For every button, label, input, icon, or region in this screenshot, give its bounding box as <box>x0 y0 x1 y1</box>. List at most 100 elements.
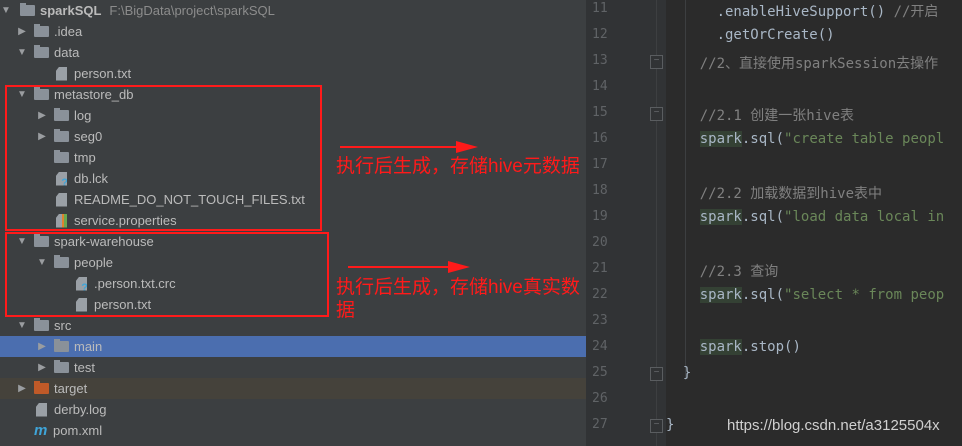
tree-item-label: metastore_db <box>54 87 134 102</box>
chevron-right-icon[interactable]: ▶ <box>18 382 26 394</box>
module-folder-icon <box>20 3 35 16</box>
tree-item-label: test <box>74 360 95 375</box>
code-line[interactable]: spark.stop() <box>666 339 801 355</box>
tree-item-label: README_DO_NOT_TOUCH_FILES.txt <box>74 192 305 207</box>
text-file-icon <box>76 297 87 312</box>
chevron-down-icon[interactable]: ▼ <box>37 256 47 268</box>
tree-item-person-txt-crc[interactable]: .person.txt.crc <box>0 273 586 294</box>
tree-item-seg0[interactable]: ▶ seg0 <box>0 126 586 147</box>
folder-icon <box>34 24 49 37</box>
line-number: 27 <box>592 417 608 432</box>
project-tree-panel: ▼ sparkSQL F:\BigData\project\sparkSQL ▶… <box>0 0 586 446</box>
tree-item-metastore-db[interactable]: ▼ metastore_db <box>0 84 586 105</box>
tree-item-label: people <box>74 255 114 270</box>
tree-item-people[interactable]: ▼ people <box>0 252 586 273</box>
code-token: .stop() <box>741 339 801 355</box>
code-comment: //2.2 加载数据到hive表中 <box>666 186 883 202</box>
line-number: 21 <box>592 261 608 276</box>
tree-item-derby-log[interactable]: derby.log <box>0 399 586 420</box>
code-token: spark <box>699 339 742 355</box>
tree-item-person-txt[interactable]: person.txt <box>0 63 586 84</box>
chevron-down-icon[interactable]: ▼ <box>17 88 27 100</box>
line-number: 18 <box>592 183 608 198</box>
tree-item-data[interactable]: ▼ data <box>0 42 586 63</box>
chevron-right-icon[interactable]: ▶ <box>38 361 46 373</box>
indent-guide <box>685 0 686 380</box>
tree-item-db-lck[interactable]: db.lck <box>0 168 586 189</box>
tree-item-label: log <box>74 108 92 123</box>
tree-item-idea[interactable]: ▶ .idea <box>0 21 586 42</box>
code-line[interactable]: .getOrCreate() <box>666 27 835 43</box>
code-line[interactable]: //2、直接使用sparkSession去操作 <box>666 53 938 73</box>
folder-icon <box>34 45 49 58</box>
text-file-icon <box>56 192 67 207</box>
code-line[interactable]: //2.1 创建一张hive表 <box>666 105 854 125</box>
folder-icon <box>34 234 49 247</box>
root-name: sparkSQL <box>40 3 102 18</box>
tree-item-spark-warehouse[interactable]: ▼ spark-warehouse <box>0 231 586 252</box>
tree-item-main[interactable]: ▶main <box>0 336 586 357</box>
line-number: 13 <box>592 53 608 68</box>
code-token: .sql( <box>741 131 785 147</box>
unknown-file-icon <box>56 171 67 186</box>
tree-item-label: spark-warehouse <box>54 234 154 249</box>
tree-item-log[interactable]: ▶ log <box>0 105 586 126</box>
chevron-down-icon[interactable]: ▼ <box>17 46 27 58</box>
tree-item-test[interactable]: ▶ test <box>0 357 586 378</box>
chevron-down-icon[interactable]: ▼ <box>17 235 27 247</box>
tree-item-src[interactable]: ▼src <box>0 315 586 336</box>
chevron-right-icon[interactable]: ▶ <box>38 130 46 142</box>
line-number: 26 <box>592 391 608 406</box>
tree-item-label: .idea <box>54 24 83 39</box>
fold-marker-icon[interactable]: − <box>650 367 663 381</box>
fold-guide <box>656 0 657 446</box>
code-line[interactable]: //2.2 加载数据到hive表中 <box>666 183 882 203</box>
code-token: spark <box>699 209 742 225</box>
tree-root-sparkSQL[interactable]: ▼ sparkSQL F:\BigData\project\sparkSQL <box>0 0 586 21</box>
code-string: "select * from peop <box>784 287 945 303</box>
highlight-box-metastore <box>5 85 322 231</box>
tree-item-target[interactable]: ▶ target <box>0 378 586 399</box>
line-number: 16 <box>592 131 608 146</box>
tree-item-readme-do-not-touch-files-txt[interactable]: README_DO_NOT_TOUCH_FILES.txt <box>0 189 586 210</box>
code-line[interactable]: } <box>666 365 691 381</box>
line-number: 20 <box>592 235 608 250</box>
folder-icon <box>54 129 69 142</box>
properties-file-icon <box>56 213 67 228</box>
text-file-icon <box>56 66 67 81</box>
tree-item-service-properties[interactable]: service.properties <box>0 210 586 231</box>
folder-icon <box>54 108 69 121</box>
chevron-right-icon[interactable]: ▶ <box>38 109 46 121</box>
tree-item-person-txt[interactable]: person.txt <box>0 294 586 315</box>
code-line[interactable]: spark.sql("create table peopl <box>666 131 944 147</box>
line-number: 24 <box>592 339 608 354</box>
chevron-right-icon[interactable]: ▶ <box>38 340 46 352</box>
code-line[interactable]: spark.sql("load data local in <box>666 209 944 225</box>
fold-marker-icon[interactable]: − <box>650 55 663 69</box>
tree-item-label: .person.txt.crc <box>94 276 176 291</box>
tree-item-label: target <box>54 381 88 396</box>
chevron-down-icon[interactable]: ▼ <box>17 319 27 331</box>
line-number: 15 <box>592 105 608 120</box>
code-comment: //2.3 查询 <box>666 264 779 280</box>
code-line[interactable]: //2.3 查询 <box>666 261 779 281</box>
code-token: spark <box>699 131 742 147</box>
line-number: 12 <box>592 27 608 42</box>
tree-item-tmp[interactable]: tmp <box>0 147 586 168</box>
arrow-warehouse <box>348 261 470 273</box>
line-number: 23 <box>592 313 608 328</box>
fold-marker-icon[interactable]: − <box>650 107 663 121</box>
code-line[interactable]: spark.sql("select * from peop <box>666 287 944 303</box>
code-line[interactable]: .enableHiveSupport() //开启 <box>666 1 939 21</box>
chevron-right-icon[interactable]: ▶ <box>18 25 26 37</box>
code-token: } <box>666 417 675 433</box>
code-token: } <box>666 365 692 381</box>
code-line[interactable]: } <box>666 417 674 433</box>
tree-item-label: data <box>54 45 80 60</box>
fold-marker-icon[interactable]: − <box>650 419 663 433</box>
unknown-file-icon <box>76 276 87 291</box>
tree-item-label: service.properties <box>74 213 177 228</box>
chevron-down-icon[interactable]: ▼ <box>1 4 11 16</box>
tree-item-label: seg0 <box>74 129 103 144</box>
